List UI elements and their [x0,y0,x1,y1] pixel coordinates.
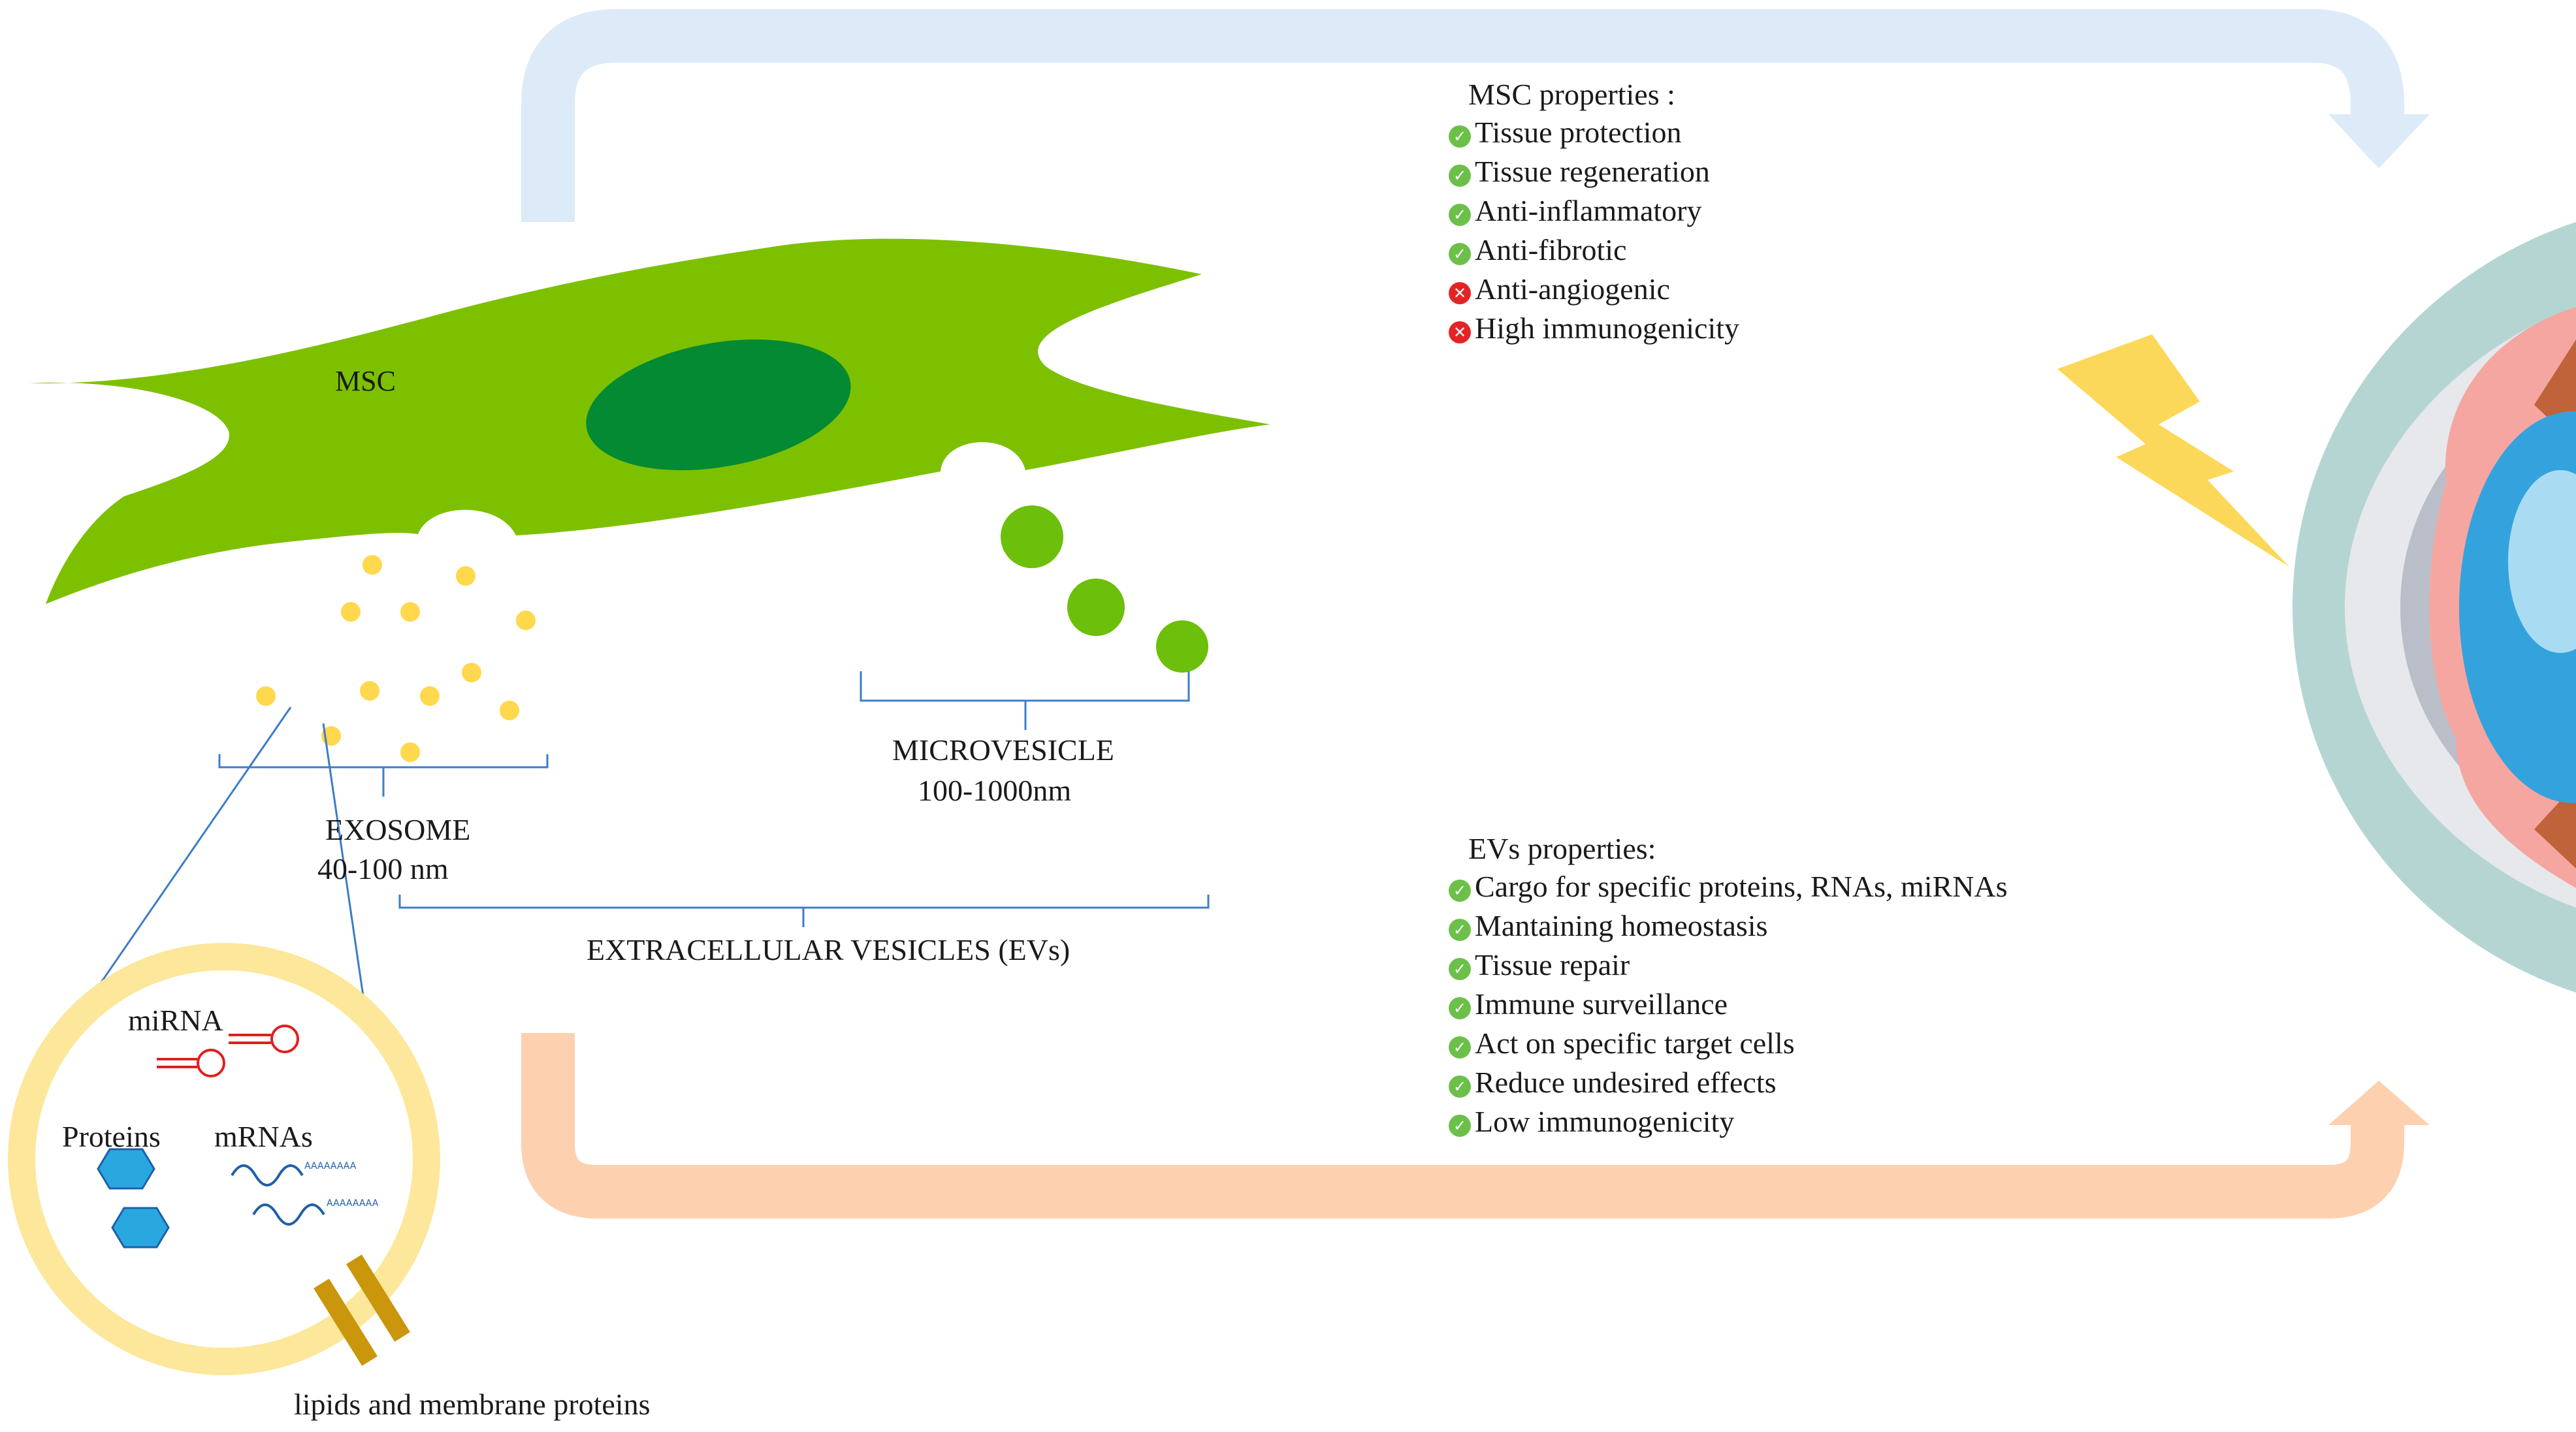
list-item-text: High immunogenicity [1475,311,1740,345]
poly-a-tail-1: AAAAAAAA [304,1161,357,1171]
lipids-label: lipids and membrane proteins [294,1388,651,1421]
zoom-line-left [77,707,292,1016]
zoom-line-right [322,723,364,996]
check-icon: ✓ [1449,996,1471,1019]
check-icon: ✓ [1449,1075,1471,1098]
check-icon: ✓ [1449,1036,1471,1058]
exosome-bracket [218,754,549,797]
list-item: ✓ Reduce undesired effects [1449,1065,1777,1100]
list-item: ✓ Immune surveillance [1449,987,1728,1021]
check-icon: ✓ [1449,164,1471,187]
mirna-label: miRNA [128,1004,223,1037]
mirna-icon [157,1025,299,1077]
microvesicle-size-label: 100-1000nm [918,774,1072,807]
list-item: ✓ Low immunogenicity [1449,1104,1734,1139]
check-icon: ✓ [1449,125,1471,148]
proteins-label: Proteins [62,1120,161,1153]
list-item-text: Anti-angiogenic [1475,272,1670,306]
list-item-text: Cargo for specific proteins, RNAs, miRNA… [1475,870,2008,903]
cross-icon: ✕ [1449,321,1471,343]
microvesicles [1001,505,1208,673]
cross-icon: ✕ [1449,281,1471,304]
evs-flow-arrow [521,1033,2430,1218]
membrane-protein-icon [314,1254,410,1366]
list-item-text: Tissue repair [1475,948,1630,981]
list-item: ✓ Anti-fibrotic [1449,232,1627,267]
list-item: ✕ High immunogenicity [1449,311,1739,345]
check-icon: ✓ [1449,879,1471,902]
mrna-icon [231,1164,325,1226]
evs-properties-list: EVs properties: ✓ Cargo for specific pro… [1449,831,2167,1158]
list-item-text: Immune surveillance [1475,987,1728,1021]
microvesicle-3 [1156,620,1208,673]
check-icon: ✓ [1449,918,1471,941]
msc-properties-list: MSC properties : ✓ Tissue protection ✓ T… [1449,77,1971,358]
msc-cell [29,238,1270,604]
poly-a-tail-2: AAAAAAAA [327,1198,379,1209]
microvesicle-1 [1001,505,1063,568]
list-item: ✓ Cargo for specific proteins, RNAs, miR… [1449,869,2008,904]
lightning-icon [2057,334,2289,567]
list-item-text: Mantaining homeostasis [1475,909,1768,942]
msc-flow-arrow [521,9,2430,222]
list-item: ✓ Anti-inflammatory [1449,193,1701,228]
list-item: ✕ Anti-angiogenic [1449,272,1670,306]
list-item-text: Tissue protection [1475,116,1682,149]
exosome-dots [256,555,536,762]
list-item-text: Low immunogenicity [1475,1105,1735,1138]
list-item: ✓ Mantaining homeostasis [1449,908,1767,943]
exosome-enlarged: AAAAAAAA AAAAAAAA [8,943,440,1375]
check-icon: ✓ [1449,203,1471,226]
brackets [77,671,1210,1016]
microvesicle-label: MICROVESICLE [892,733,1114,767]
list-item-text: Reduce undesired effects [1475,1066,1777,1099]
microvesicle-bracket [860,671,1190,730]
msc-properties-title: MSC properties : [1468,78,1675,111]
msc-label: MSC [335,365,396,397]
list-item: ✓ Act on specific target cells [1449,1026,1795,1060]
protein-icon [97,1148,170,1249]
list-item: ✓ Tissue repair [1449,947,1630,982]
nucleus [586,339,851,471]
list-item-text: Act on specific target cells [1475,1026,1795,1060]
evs-label: EXTRACELLULAR VESICLES (EVs) [587,933,1071,966]
check-icon: ✓ [1449,242,1471,265]
list-item-text: Tissue regeneration [1475,155,1710,188]
evs-properties-title: EVs properties: [1468,832,1656,865]
list-item: ✓ Tissue regeneration [1449,154,1710,189]
evs-bracket [398,895,1210,927]
list-item-text: Anti-inflammatory [1475,194,1702,227]
eye-icon [2293,222,2576,993]
microvesicle-2 [1067,579,1125,636]
check-icon: ✓ [1449,957,1471,980]
mrnas-label: mRNAs [214,1120,313,1153]
exosome-size-label: 40-100 nm [317,852,449,885]
check-icon: ✓ [1449,1114,1471,1137]
exosome-label: EXOSOME [325,813,471,846]
list-item-text: Anti-fibrotic [1475,233,1627,266]
list-item: ✓ Tissue protection [1449,115,1681,150]
